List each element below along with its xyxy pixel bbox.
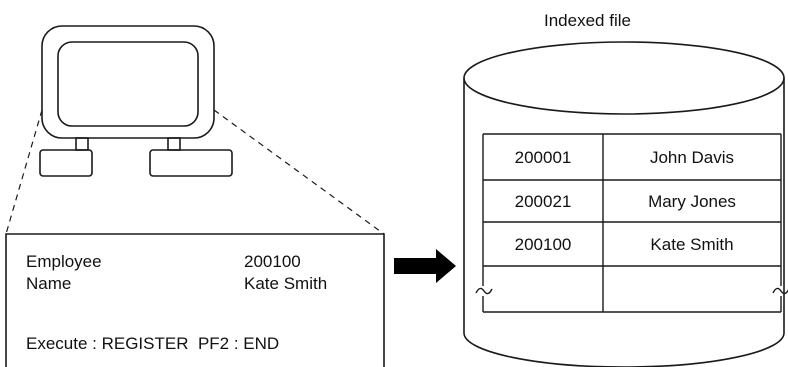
function-keys: Execute : REGISTER PF2 : END [26, 334, 280, 353]
break-mark-right [772, 287, 788, 295]
employee-value: 200100 [244, 252, 301, 271]
break-mark-left [475, 287, 493, 295]
record-number: 200021 [514, 192, 572, 211]
records-table [475, 133, 788, 313]
record-name: Mary Jones [648, 192, 736, 211]
zoom-lines [5, 109, 385, 235]
record-name: Kate Smith [650, 235, 734, 254]
record-number: 200001 [514, 148, 572, 167]
cylinder-database-icon [463, 41, 785, 367]
computer-terminal-icon [39, 25, 233, 177]
name-label: Name [26, 274, 72, 293]
screen-panel [5, 233, 385, 367]
file-title: Indexed file [544, 11, 631, 30]
record-number: 200100 [514, 235, 572, 254]
employee-label: Employee [26, 252, 102, 271]
name-value: Kate Smith [244, 274, 328, 293]
arrow-right-icon [394, 249, 456, 283]
record-name: John Davis [649, 148, 735, 167]
